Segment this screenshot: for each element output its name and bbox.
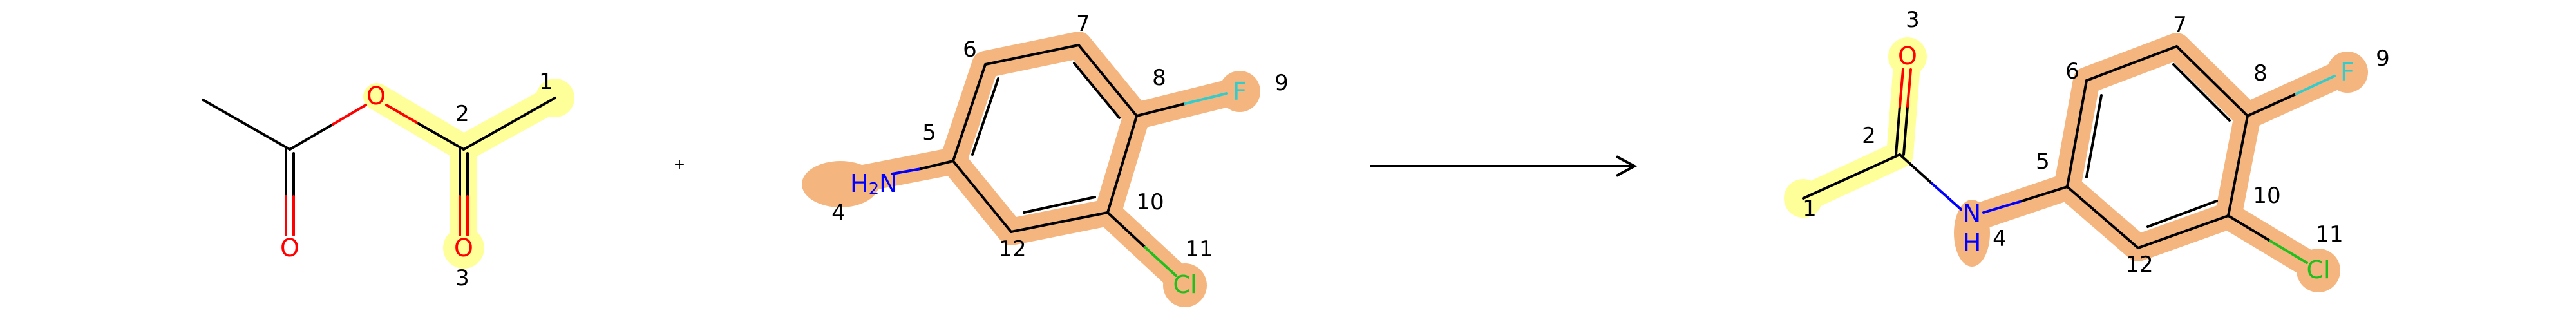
bond-c1-c2 [1802,153,1901,200]
bond-c7-c8 [1077,44,1138,117]
bond-c-o-ester-left-red [332,104,367,126]
bond-c8-c10-product [2227,115,2249,217]
atom-index-5-product: 5 [2036,149,2050,175]
bond-c2-o-a-red [1899,68,1904,108]
atom-o-ester: O [366,82,386,110]
bond-inner-c5-c6-product [2085,94,2103,178]
atom-index-9-product: 9 [2376,46,2390,71]
atom-index-1: 1 [539,69,553,95]
atom-index-4: 4 [831,200,846,226]
bond-c10-cl-green-product [2269,240,2308,264]
atom-n-amine: H2N [850,169,898,199]
highlight-group-reactant2 [802,32,1260,307]
bond-c5-c6-product [2066,79,2088,188]
bond-c2-o-b-black [1902,105,1909,156]
atom-index-4-product: 4 [1993,226,2007,252]
atom-f: F [1233,77,1247,106]
highlight-atom-o3-product [1888,37,1927,76]
atom-index-7: 7 [1076,11,1090,37]
highlight-atom-n-product [1954,200,1990,267]
bond-c12-c5 [952,160,1012,233]
bond-inner-c7-c8-product [2172,63,2231,122]
atom-index-9: 9 [1274,70,1289,96]
bond-c10-cl-black-product [2227,214,2271,242]
atom-index-8-product: 8 [2253,61,2268,86]
atom-index-12-product: 12 [2125,252,2153,278]
atom-cl-product: Cl [2306,256,2330,284]
bond-c8-f-cyan-product [2295,75,2336,95]
atom-index-3: 3 [455,265,469,291]
highlight-atom-n [802,161,879,207]
highlight-atom-cl-product [2297,249,2340,292]
product-acetanilide: O N H F Cl 1 2 3 4 5 6 7 8 9 10 11 12 [1784,7,2390,292]
bond-c7-c8-product [2175,45,2249,117]
atom-index-6-product: 6 [2065,59,2079,84]
highlight-atom-f-product [2327,52,2368,93]
atom-index-10: 10 [1136,189,1164,215]
bond-o-ester-c-right-red [385,104,420,125]
bond-c10-cl-green [1144,246,1177,277]
atom-cl: Cl [1173,270,1197,299]
bond-n-c5-black [920,160,954,170]
arrow-head [1616,155,1638,177]
bond-methyl-left [202,99,291,151]
plus-sign: + [674,156,685,173]
highlight-atom-o3 [443,227,484,269]
atom-index-6: 6 [963,37,977,62]
bond-inner-c10-c12-product [2146,200,2218,228]
bond-inner-c10-c12 [1023,196,1096,214]
bond-c10-cl-black [1106,211,1146,249]
atom-index-10-product: 10 [2253,183,2280,209]
atom-h-product: H [1963,229,1982,257]
highlight-group-reactant1 [363,79,574,269]
atom-h-subscript: 2 [869,180,880,199]
bond-c2-c1 [462,97,556,151]
bond-c8-f-black-product [2246,93,2297,117]
bond-c8-c10 [1106,115,1138,214]
bond-inner-c7-c8 [1073,62,1121,119]
atom-n: N [879,169,897,198]
atom-h: H [850,169,869,198]
bond-c-o-ester-left-black [289,123,334,151]
bond-n-c5-blue-product [1982,200,2023,214]
atom-o-product: O [1898,42,1917,70]
bond-c6-c7-product [2085,45,2178,82]
bond-n-c5-blue [891,167,922,175]
atom-index-2-product: 2 [1862,123,1876,149]
highlight-atom-f [1219,71,1260,112]
reactant-acetic-anhydride: O O O 1 2 3 [202,69,574,291]
atom-n-product: N [1963,200,1981,228]
atom-index-11: 11 [1185,236,1213,262]
bond-c8-f-black [1135,102,1186,117]
bond-o-ester-c-right-black [417,122,465,151]
reactant-chlorofluoroaniline: H2N F Cl 4 5 6 7 8 9 10 11 12 [802,11,1289,307]
bond-c5-c6 [952,63,987,162]
atom-index-11-product: 11 [2315,222,2343,247]
atom-index-8: 8 [1152,65,1166,91]
bond-c12-c5-product [2066,185,2139,249]
bond-c2-n-black [1899,153,1933,185]
bond-c2-o-b-red [1906,68,1912,108]
bond-c2-o-a-black [1895,105,1901,156]
bond-c10-c12-product [2137,214,2230,249]
bond-c8-f-cyan [1184,92,1228,105]
atom-index-1-product: 1 [1803,196,1817,222]
bond-c6-c7 [984,44,1080,66]
atom-index-12: 12 [998,236,1026,262]
reaction-arrow [1370,155,1638,177]
bond-c2-n-blue [1931,182,1962,211]
atom-f-product: F [2340,58,2354,86]
bond-n-c5-black-product [2021,185,2069,202]
atom-index-3-product: 3 [1906,7,1920,33]
atom-o-carbonyl-left: O [280,234,299,262]
bond-inner-c5-c6 [971,77,999,156]
atom-index-2: 2 [455,101,469,127]
atom-o-carbonyl-right: O [454,234,473,262]
atom-index-5: 5 [922,120,936,146]
atom-index-7-product: 7 [2173,12,2187,38]
bond-c10-c12 [1010,211,1109,233]
